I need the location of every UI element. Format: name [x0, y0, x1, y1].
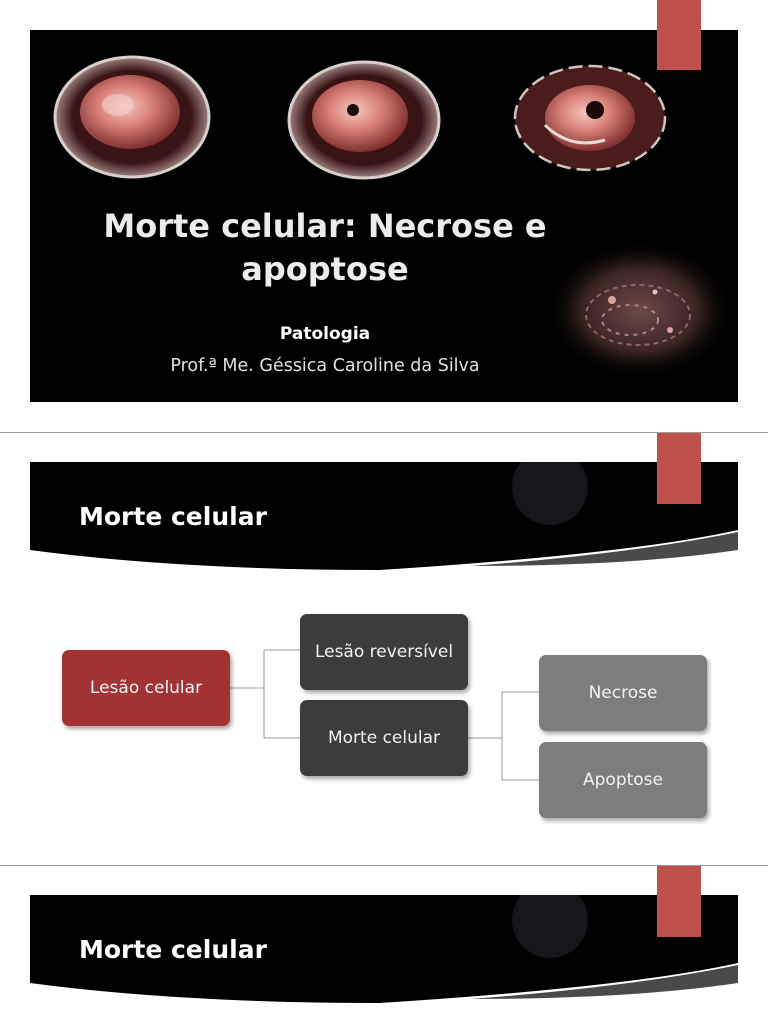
diagram-node-reversible-injury: Lesão reversível [300, 614, 468, 690]
diagram-node-root: Lesão celular [62, 650, 230, 726]
slide-divider [0, 432, 768, 433]
slide-divider [0, 865, 768, 866]
healthy-cell-image [53, 55, 211, 179]
header-band [30, 895, 738, 1003]
fragmented-cell-image [545, 240, 735, 380]
header-band [30, 462, 738, 570]
slide-title: Morte celular [79, 935, 267, 964]
accent-tab [657, 0, 701, 70]
diagram-node-necrosis: Necrose [539, 655, 707, 731]
injured-cell-image [287, 60, 441, 180]
cell-illustrations [53, 55, 735, 380]
accent-tab [657, 866, 701, 937]
slide-title: Morte celular [79, 502, 267, 531]
slide-subject: Patologia [279, 324, 371, 344]
diagram-node-cell-death: Morte celular [300, 700, 468, 776]
diagram-node-apoptosis: Apoptose [539, 742, 707, 818]
accent-tab [657, 433, 701, 504]
slide-author: Prof.ª Me. Géssica Caroline da Silva [170, 356, 480, 376]
title-slide: Morte celular: Necrose e apoptose Patolo… [30, 30, 738, 402]
dying-cell-image [510, 60, 674, 176]
slide-title: Morte celular: Necrose e apoptose [103, 207, 547, 288]
